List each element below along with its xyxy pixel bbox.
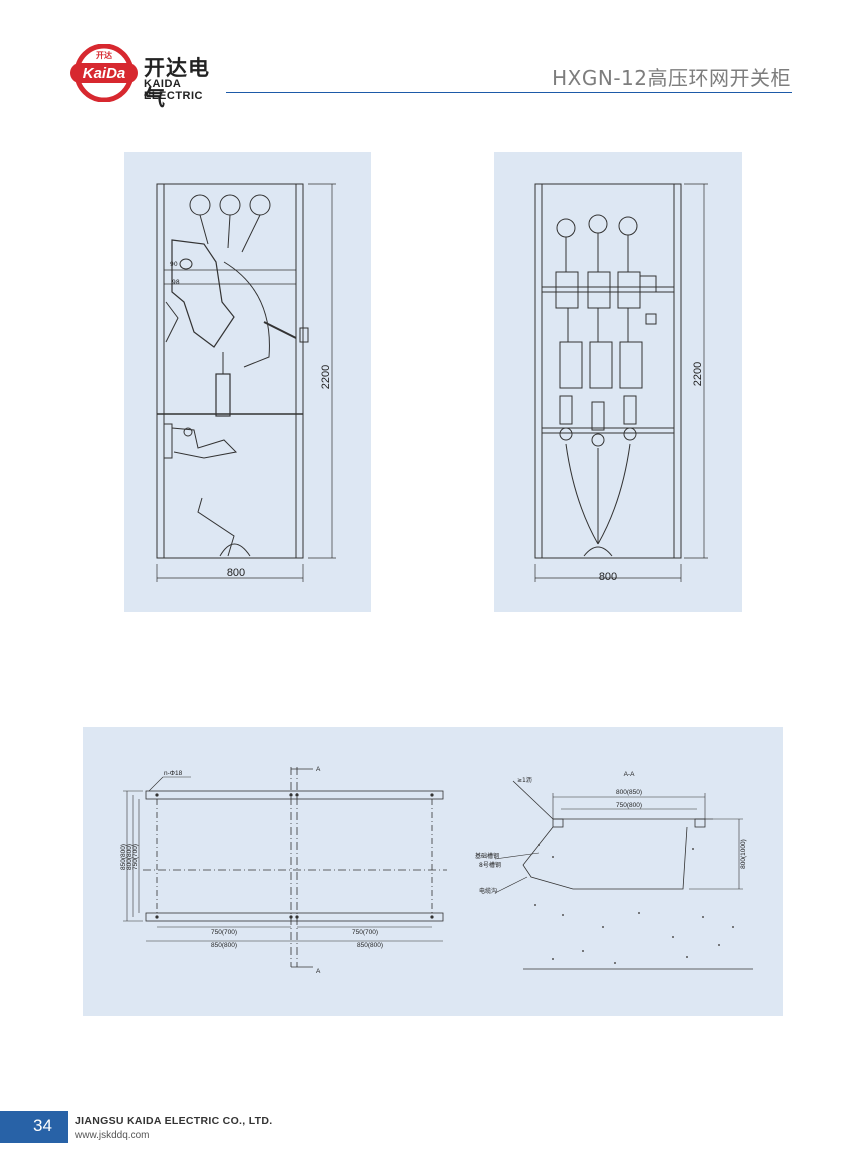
section-depth-dim: 800(1000) [740,839,747,869]
section-top-note: ≥1沥 [517,776,532,784]
page-title: HXGN-12高压环网开关柜 [552,66,791,90]
logo-english-name: KAIDA ELECTRIC [144,78,203,102]
side-height-dim: 2200 [320,365,332,389]
hole-note: n-Φ18 [164,770,183,777]
kaida-logo-icon: KaiDa 开达 [70,44,138,102]
page-number-badge [0,1111,68,1143]
side-small-dim-1: 90 [170,261,178,268]
side-view-drawing: 800 2200 90 98 [124,152,371,612]
footer-url[interactable]: www.jskddq.com [75,1130,150,1141]
label-cable-trench: 电缆沟 [479,887,497,895]
section-outer-dim: 800(850) [616,789,642,796]
front-view-svg: 800 2200 [534,183,708,583]
logo-chinese-name: 开达电气 [144,56,210,110]
side-view-svg: 800 2200 90 98 [156,183,336,582]
depth-dim-inner: 750(700) [132,844,139,870]
section-mark-bottom: A [316,968,321,975]
bottom-left-outer-dim: 850(800) [211,942,237,949]
label-channel-2: 8号槽钢 [479,861,501,869]
foundation-svg: n-Φ18 A A 850(800) 800(800) 750(700) 750… [120,766,753,975]
logo-badge-text: KaiDa [83,65,126,82]
front-height-dim: 2200 [692,362,704,386]
section-title: A-A [624,771,636,778]
section-mark-top: A [316,766,321,773]
page-number: 34 [33,1116,52,1135]
front-view-drawing: 800 2200 [494,152,742,612]
section-inner-dim: 750(800) [616,802,642,809]
logo-badge-top-text: 开达 [96,50,112,60]
front-width-dim: 800 [599,571,617,583]
bottom-right-outer-dim: 850(800) [357,942,383,949]
bottom-right-inner-dim: 750(700) [352,929,378,936]
label-channel: 基础槽钢 [475,852,499,860]
company-logo: KaiDa 开达 开达电气 KAIDA ELECTRIC [68,44,228,110]
depth-dim-outer: 850(800) [120,844,127,870]
side-small-dim-2: 98 [172,279,180,286]
depth-dim-mid: 800(800) [126,844,133,870]
bottom-left-inner-dim: 750(700) [211,929,237,936]
footer-company: JIANGSU KAIDA ELECTRIC CO., LTD. [75,1115,273,1127]
foundation-drawing: n-Φ18 A A 850(800) 800(800) 750(700) 750… [83,727,783,1016]
side-width-dim: 800 [227,567,245,579]
header-rule [226,92,792,93]
